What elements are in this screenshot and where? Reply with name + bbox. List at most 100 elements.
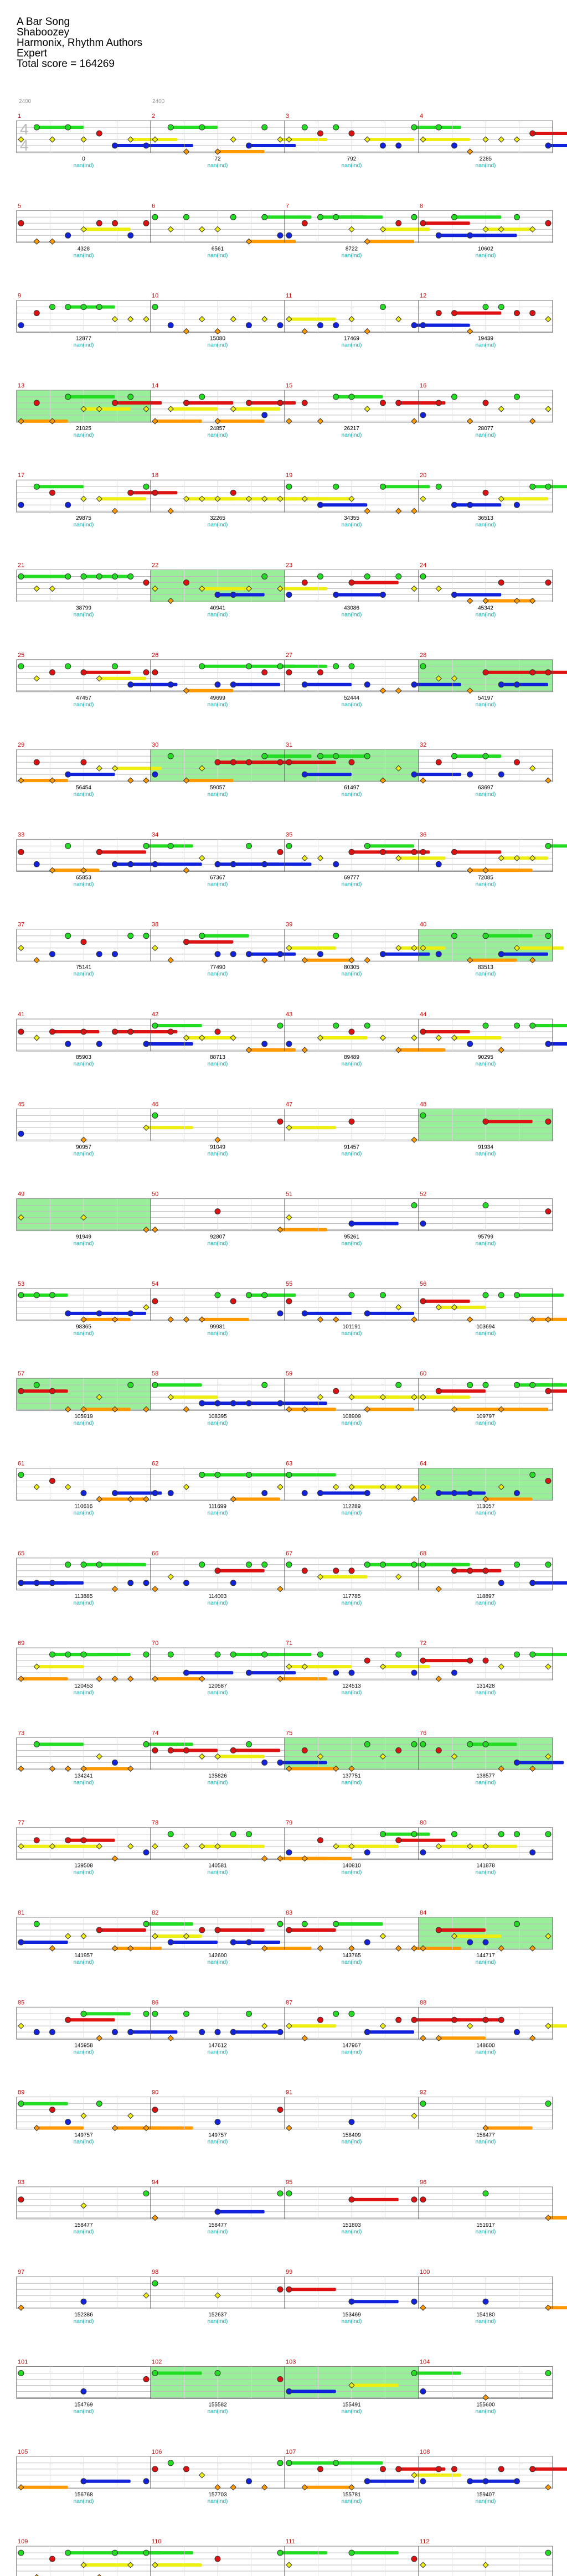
drum-note (317, 2016, 323, 2023)
drum-note (65, 2549, 71, 2556)
song-charter: Harmonix, Rhythm Authors (17, 37, 143, 49)
cymbal-note (230, 136, 236, 143)
cymbal-note (435, 1586, 442, 1592)
multiplier-label: nan(ind) (208, 1061, 228, 1067)
drum-note (152, 1112, 158, 1119)
measure-number: 32 (420, 742, 426, 748)
drum-note (277, 759, 284, 765)
measure-score: 138577 (476, 1773, 495, 1779)
measure-score: 15080 (210, 336, 225, 342)
drum-note (451, 1831, 457, 1838)
cymbal-note (33, 2124, 40, 2132)
drum-note (246, 1400, 252, 1406)
multiplier-label: nan(ind) (342, 612, 362, 618)
cymbal-note (420, 777, 426, 784)
multiplier-label: nan(ind) (74, 343, 94, 349)
sustain-bar (84, 1408, 131, 1411)
cymbal-note (80, 226, 87, 233)
cymbal-note (111, 1945, 118, 1952)
measure-number: 47 (286, 1101, 292, 1108)
drum-note (482, 489, 489, 496)
drum-note (348, 2119, 355, 2125)
drum-note (482, 1022, 489, 1029)
drum-note (286, 842, 292, 849)
drum-note (333, 933, 339, 939)
measure-number: 83 (286, 1910, 292, 1916)
cymbal-note (277, 1586, 284, 1592)
measure-score: 152637 (208, 2312, 227, 2318)
cymbal-note (467, 956, 473, 964)
measure-score: 67367 (210, 875, 225, 881)
cymbal-note (127, 2562, 134, 2568)
cymbal-note (286, 2124, 292, 2132)
measure-score: 34355 (344, 515, 359, 521)
measure-number: 41 (18, 1011, 24, 1018)
drum-note (65, 1041, 71, 1047)
drum-note (230, 1298, 236, 1305)
multiplier-label: nan(ind) (74, 1061, 94, 1067)
cymbal-note (143, 1496, 150, 1503)
drum-note (152, 669, 158, 676)
measure-score: 117785 (343, 1594, 361, 1600)
cymbal-note (96, 495, 102, 502)
sustain-bar (202, 664, 249, 668)
drum-note (411, 2298, 417, 2305)
drum-note (277, 2107, 284, 2113)
measure-number: 42 (152, 1011, 158, 1018)
sustain-bar (202, 934, 249, 938)
drum-note (18, 849, 24, 855)
cymbal-note (143, 2292, 150, 2299)
measure-number: 17 (18, 472, 24, 479)
drum-note (96, 1561, 102, 1568)
drum-note (277, 663, 284, 670)
measure-score: 108909 (342, 1414, 361, 1420)
measure-number: 66 (152, 1550, 158, 1557)
drum-note (246, 759, 252, 765)
cymbal-note (348, 1765, 355, 1772)
measure-number: 112 (420, 2538, 430, 2545)
sustain-bar (289, 946, 336, 950)
cymbal-note (111, 1586, 118, 1592)
cymbal-note (411, 1496, 417, 1503)
cymbal-note (395, 855, 402, 862)
drum-note (49, 2107, 55, 2113)
cymbal-note (277, 495, 284, 502)
total-score: Total score = 164269 (17, 58, 115, 70)
drum-note (420, 412, 426, 418)
drum-note (65, 2016, 71, 2023)
sustain-bar (84, 1767, 131, 1771)
drum-note (277, 232, 284, 239)
cymbal-note (467, 687, 473, 694)
cymbal-note (451, 1933, 458, 1939)
drum-note (348, 130, 355, 137)
multiplier-label: nan(ind) (342, 1600, 362, 1606)
drum-note (214, 1400, 221, 1406)
cymbal-note (411, 418, 417, 425)
measure-number: 110 (152, 2538, 162, 2545)
drum-note (112, 951, 118, 958)
cymbal-note (513, 597, 520, 604)
cymbal-note (18, 1765, 24, 1772)
measure-score: 95799 (478, 1234, 493, 1240)
cymbal-note (348, 1483, 355, 1491)
multiplier-label: nan(ind) (208, 1690, 228, 1696)
measure-number: 57 (18, 1370, 24, 1377)
cymbal-note (498, 136, 504, 143)
drum-note (18, 1388, 24, 1394)
drum-note (467, 1490, 473, 1496)
measure-number: 25 (18, 652, 24, 659)
sustain-bar (383, 952, 430, 956)
cymbal-note (545, 777, 551, 784)
sustain-bar (439, 1389, 486, 1393)
measure-number: 2 (152, 113, 155, 120)
cymbal-note (411, 1394, 417, 1400)
cymbal-note (214, 1843, 221, 1850)
drum-note (230, 1580, 236, 1586)
sustain-bar (423, 138, 470, 141)
drum-note (286, 1849, 292, 1856)
drum-note (333, 1669, 339, 1676)
drum-note (152, 489, 158, 496)
sustain-bar (202, 587, 249, 591)
drum-note (33, 1292, 40, 1299)
measure-score: 113885 (75, 1594, 93, 1600)
